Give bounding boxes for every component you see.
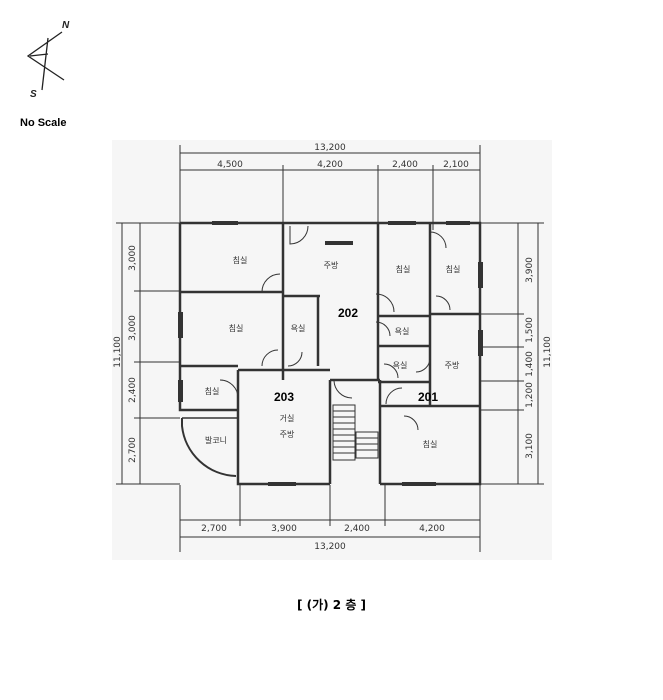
unit-201: 201 [418, 390, 438, 404]
scale-note: No Scale [20, 117, 67, 129]
dim-right-1: 3,900 [525, 257, 535, 283]
windows [178, 221, 483, 486]
room-bath-3: 욕실 [393, 360, 408, 370]
dim-right-2: 1,500 [525, 317, 535, 343]
dim-top-total: 13,200 [314, 143, 346, 153]
room-kitchen-201: 주방 [445, 360, 460, 370]
room-living: 거실 [280, 413, 295, 423]
room-bedroom-4: 침실 [229, 323, 244, 333]
dim-bottom-total: 13,200 [314, 542, 346, 552]
room-bedroom-3: 침실 [446, 264, 461, 274]
room-bath-1: 욕실 [291, 323, 306, 333]
plan-background [112, 140, 552, 560]
figure-caption: [ (가) 2 층 ] [296, 598, 367, 612]
room-kitchen-202: 주방 [324, 260, 339, 270]
dim-left-1: 3,000 [128, 245, 138, 271]
room-bedroom-6: 침실 [423, 439, 438, 449]
south-label: S [30, 89, 37, 100]
dim-right-total: 11,100 [543, 336, 553, 368]
dim-top-4: 2,100 [443, 160, 469, 170]
north-label: N [62, 20, 70, 31]
dim-top-3: 2,400 [392, 160, 418, 170]
dim-left-3: 2,400 [128, 377, 138, 403]
dim-bottom-1: 2,700 [201, 524, 227, 534]
dim-right-3: 1,400 [525, 351, 535, 377]
dim-left-2: 3,000 [128, 315, 138, 341]
stairs [332, 404, 379, 461]
unit-203: 203 [274, 390, 294, 404]
room-bedroom-1: 침실 [233, 255, 248, 265]
room-balcony: 발코니 [205, 435, 227, 445]
dim-bottom-2: 3,900 [271, 524, 297, 534]
compass-arrow-icon [26, 31, 65, 91]
unit-202: 202 [338, 306, 358, 320]
dim-right-4: 1,200 [525, 382, 535, 408]
room-bath-2: 욕실 [395, 326, 410, 336]
dim-top-2: 4,200 [317, 160, 343, 170]
room-kitchen-203: 주방 [280, 429, 295, 439]
dim-left-4: 2,700 [128, 437, 138, 463]
balcony-arc [181, 418, 237, 477]
room-bedroom-2: 침실 [396, 264, 411, 274]
dimension-lines [116, 145, 544, 552]
dim-bottom-3: 2,400 [344, 524, 370, 534]
room-bedroom-5: 침실 [205, 386, 220, 396]
dim-top-1: 4,500 [217, 160, 243, 170]
dim-right-5: 3,100 [525, 433, 535, 459]
doors [219, 225, 451, 431]
dim-left-total: 11,100 [113, 336, 123, 368]
dim-bottom-4: 4,200 [419, 524, 445, 534]
